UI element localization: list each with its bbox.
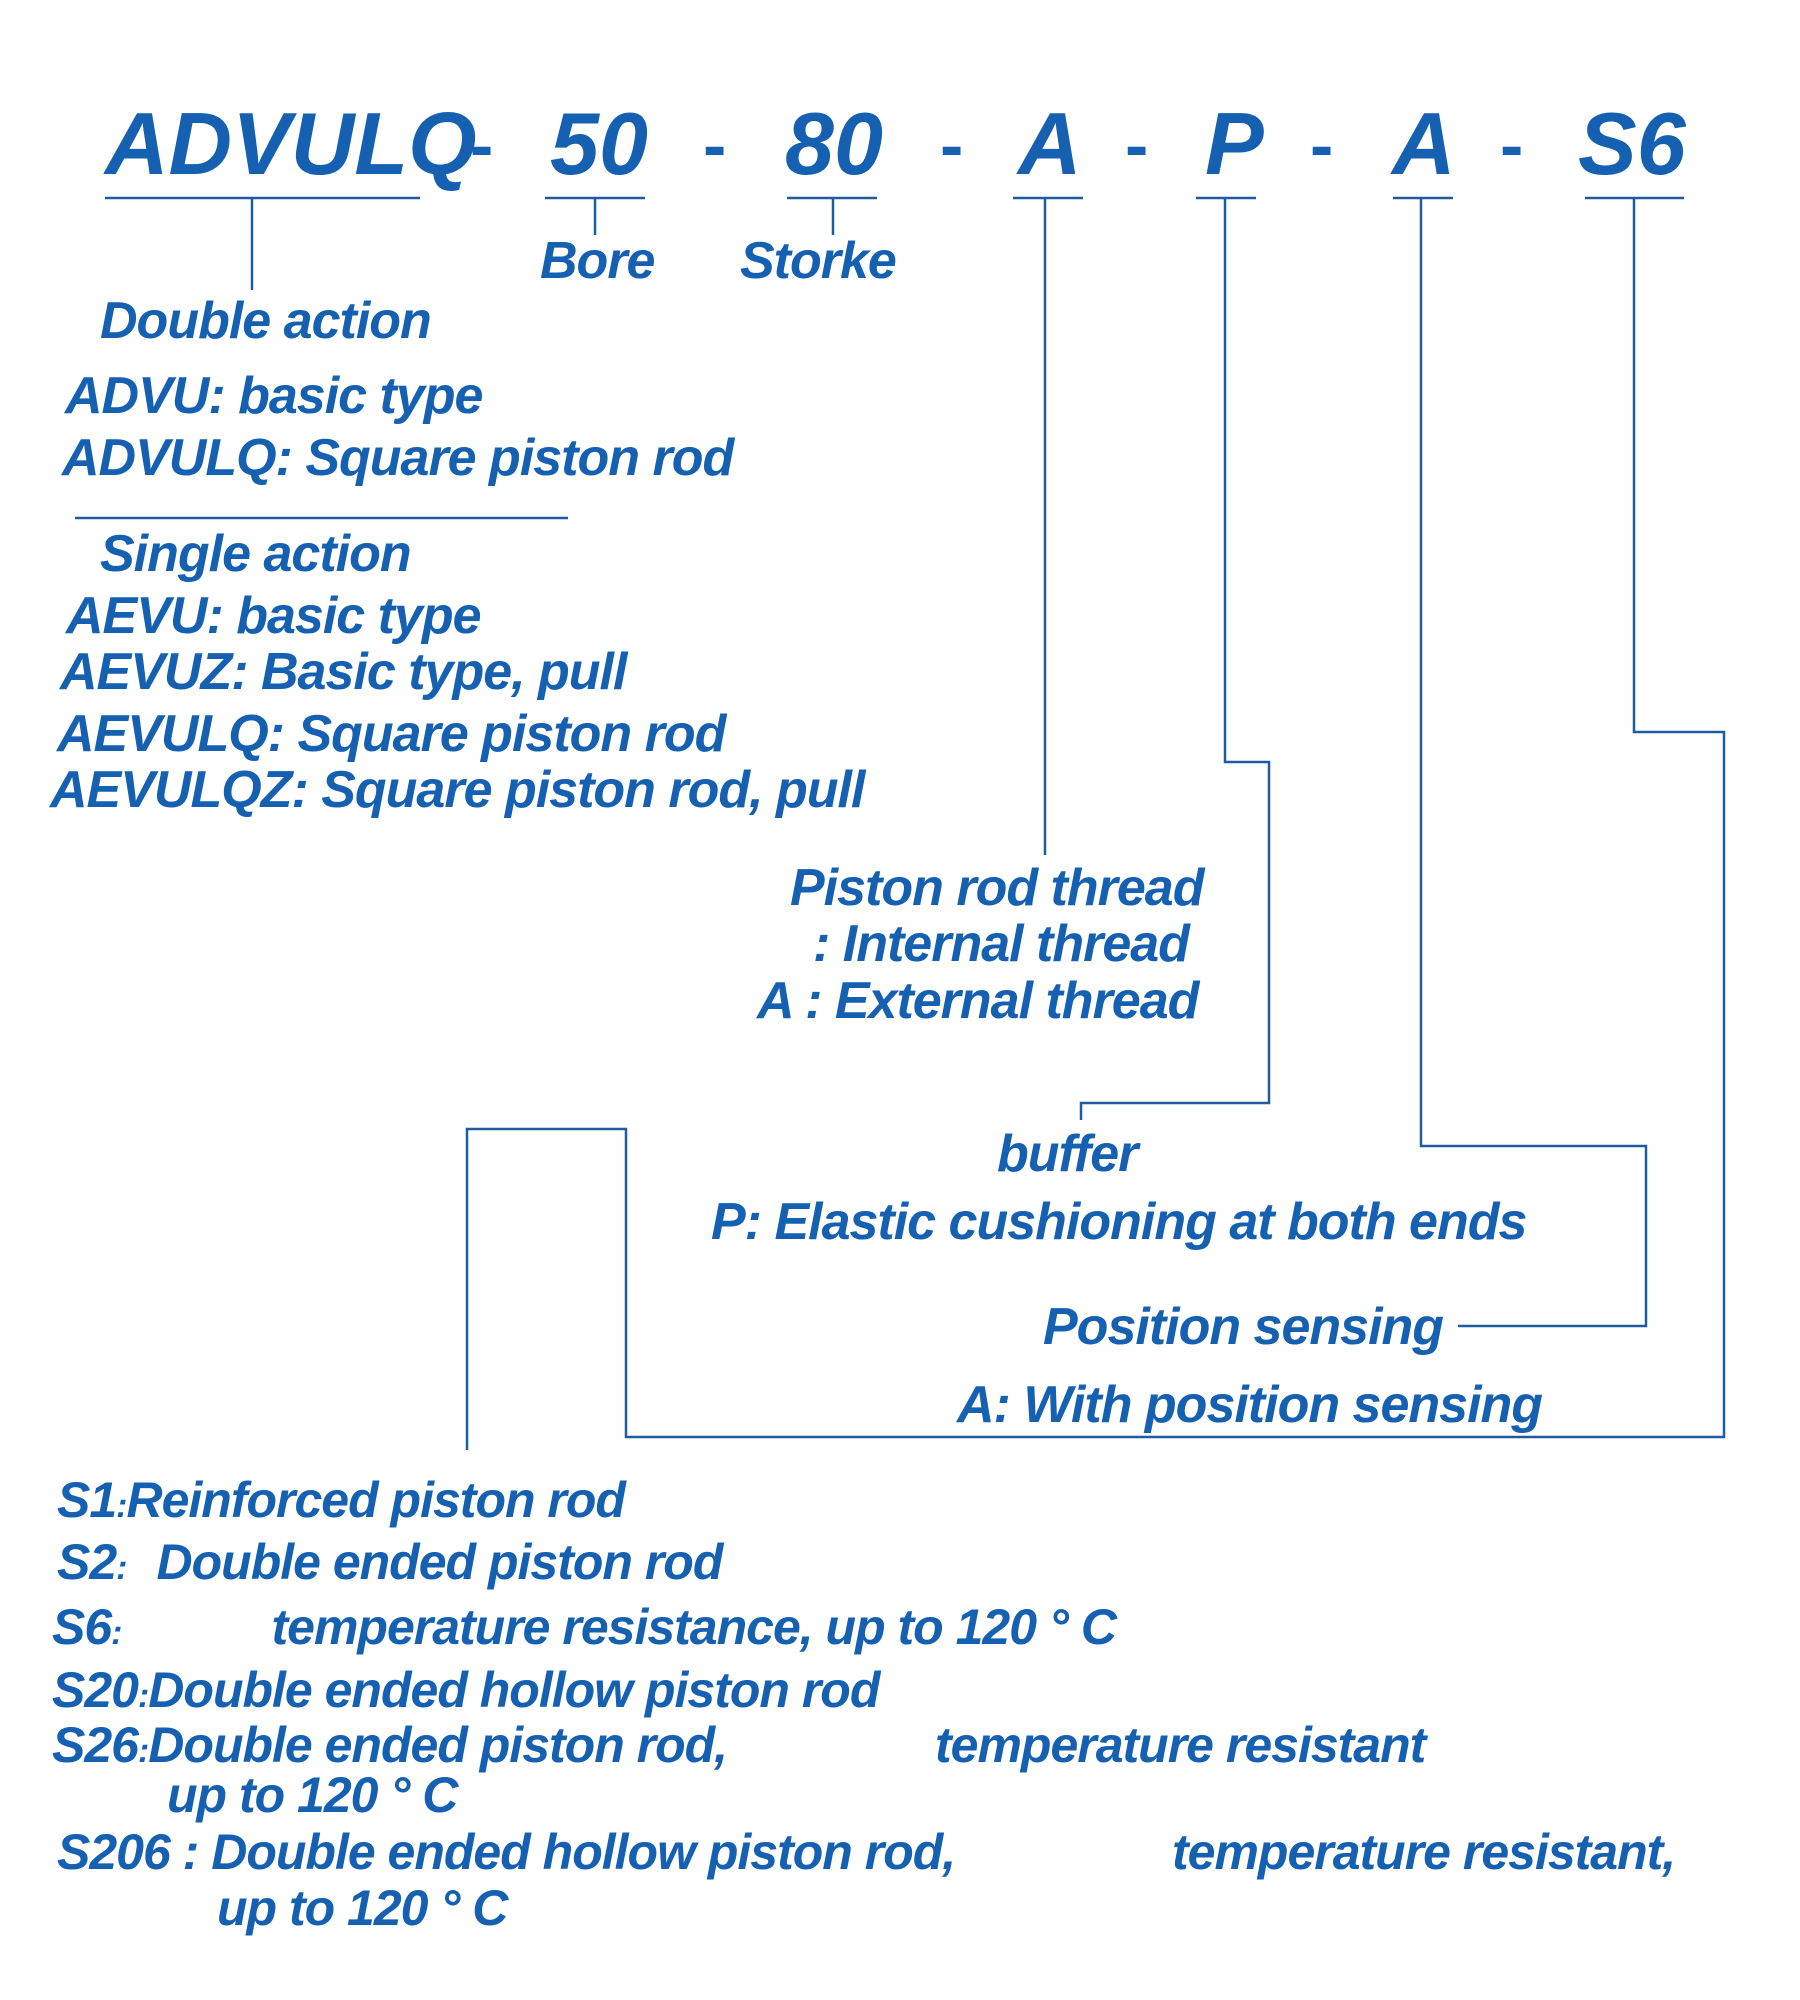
stem-sensing: [1419, 198, 1648, 1328]
option-code: S2: [57, 1534, 117, 1590]
option-code: S20: [52, 1662, 139, 1718]
special-option-s20: S20:Double ended hollow piston rod: [52, 1662, 880, 1718]
single-action-item: AEVULQZ: Square piston rod, pull: [50, 761, 865, 819]
position-sensing-title: Position sensing: [1043, 1298, 1444, 1356]
special-option-s206-cont: up to 120 ° C: [217, 1880, 508, 1936]
code-separator-5: -: [1310, 106, 1333, 184]
option-separator: :: [116, 1487, 127, 1525]
code-separator-4: -: [1125, 106, 1148, 184]
code-stroke: 80: [785, 94, 883, 193]
bore-label: Bore: [540, 232, 655, 290]
double-action-title: Double action: [100, 292, 432, 350]
option-separator: :: [116, 1549, 127, 1587]
special-option-s1: S1:Reinforced piston rod: [57, 1472, 626, 1528]
piston-thread-item: : Internal thread: [813, 915, 1190, 973]
double-action-item: ADVULQ: Square piston rod: [62, 429, 734, 487]
option-code: S26: [52, 1717, 139, 1773]
double-action-item: ADVU: basic type: [65, 367, 483, 425]
special-option-s26-cont: up to 120 ° C: [167, 1767, 458, 1823]
code-special: S6: [1578, 94, 1686, 193]
option-text: Double ended piston rod,: [148, 1717, 728, 1773]
special-option-s2: S2: Double ended piston rod: [57, 1534, 724, 1590]
special-option-s26: S26:Double ended piston rod,: [52, 1717, 728, 1773]
option-separator: :: [111, 1614, 122, 1652]
option-code: S1: [57, 1472, 117, 1528]
code-sensing: A: [1392, 94, 1456, 193]
code-thread: A: [1018, 94, 1082, 193]
code-model: ADVULQ: [105, 94, 477, 193]
special-option-s6: S6: temperature resistance, up to 120 ° C: [52, 1599, 1117, 1655]
code-separator-3: -: [940, 106, 963, 184]
single-action-title: Single action: [100, 525, 412, 583]
buffer-item: P: Elastic cushioning at both ends: [711, 1193, 1527, 1251]
option-separator: :: [137, 1732, 149, 1770]
option-code: S206: [57, 1824, 171, 1880]
special-option-s26-text2: temperature resistant: [935, 1717, 1426, 1773]
buffer-title: buffer: [997, 1125, 1138, 1183]
stroke-label: Storke: [740, 232, 897, 290]
code-bore: 50: [550, 94, 648, 193]
single-action-item: AEVU: basic type: [66, 587, 482, 645]
option-separator: :: [137, 1677, 149, 1715]
option-text: Double ended hollow piston rod: [148, 1662, 880, 1718]
option-text: Double ended piston rod: [156, 1534, 724, 1590]
piston-thread-title: Piston rod thread: [790, 859, 1204, 917]
special-option-s206-text2: temperature resistant,: [1172, 1824, 1676, 1880]
single-action-item: AEVUZ: Basic type, pull: [60, 643, 627, 701]
option-code: S6: [52, 1599, 112, 1655]
single-action-item: AEVULQ: Square piston rod: [57, 705, 726, 763]
stem-buffer: [1079, 198, 1271, 1120]
option-text: temperature resistance, up to 120 ° C: [271, 1599, 1117, 1655]
special-option-s206: S206 : Double ended hollow piston rod,: [57, 1824, 956, 1880]
stem-special: [465, 198, 1726, 1450]
option-text: Reinforced piston rod: [126, 1472, 626, 1528]
code-separator-6: -: [1500, 106, 1523, 184]
piston-thread-item: A : External thread: [757, 972, 1199, 1030]
code-separator-2: -: [703, 106, 726, 184]
option-text: Double ended hollow piston rod,: [211, 1824, 956, 1880]
position-sensing-item: A: With position sensing: [957, 1376, 1543, 1434]
option-separator: :: [169, 1824, 212, 1880]
code-separator-1: -: [470, 106, 493, 184]
code-buffer: P: [1205, 94, 1264, 193]
